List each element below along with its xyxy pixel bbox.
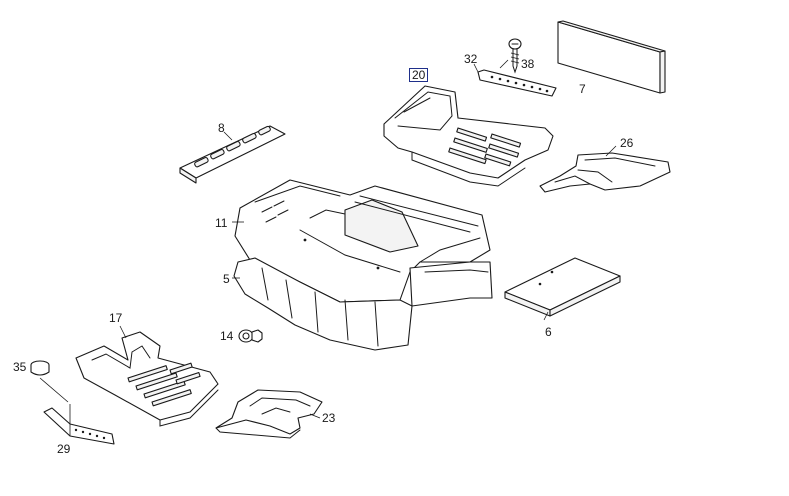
part-7-panel[interactable]	[557, 20, 666, 94]
label-part-35[interactable]: 35	[13, 360, 27, 374]
part-17-front-mat[interactable]	[75, 331, 219, 427]
part-38-screw[interactable]	[508, 38, 522, 74]
part-35-plug[interactable]	[30, 360, 69, 403]
part-8-bracket[interactable]	[179, 125, 286, 184]
label-part-29[interactable]: 29	[57, 442, 71, 456]
part-5-floor-pan[interactable]	[233, 257, 493, 351]
part-6-pad[interactable]	[504, 257, 621, 317]
part-26-tray[interactable]	[539, 152, 671, 193]
part-14-clip[interactable]	[238, 329, 263, 343]
part-20-floor-mat[interactable]	[383, 85, 554, 187]
label-part-8[interactable]: 8	[218, 121, 225, 135]
label-part-5[interactable]: 5	[223, 272, 230, 286]
label-part-7[interactable]: 7	[579, 82, 586, 96]
label-part-26[interactable]: 26	[620, 136, 634, 150]
label-part-23[interactable]: 23	[322, 411, 336, 425]
label-part-17[interactable]: 17	[109, 311, 123, 325]
label-part-38[interactable]: 38	[521, 57, 535, 71]
label-part-6[interactable]: 6	[545, 325, 552, 339]
leader-lines	[119, 131, 617, 419]
label-part-14[interactable]: 14	[220, 329, 234, 343]
part-29-strip[interactable]	[43, 404, 115, 445]
label-part-20-selected[interactable]: 20	[409, 68, 429, 82]
label-part-11[interactable]: 11	[215, 216, 228, 230]
label-part-32[interactable]: 32	[464, 52, 478, 66]
part-32-strip[interactable]	[473, 59, 557, 97]
part-23-tray[interactable]	[215, 389, 323, 439]
